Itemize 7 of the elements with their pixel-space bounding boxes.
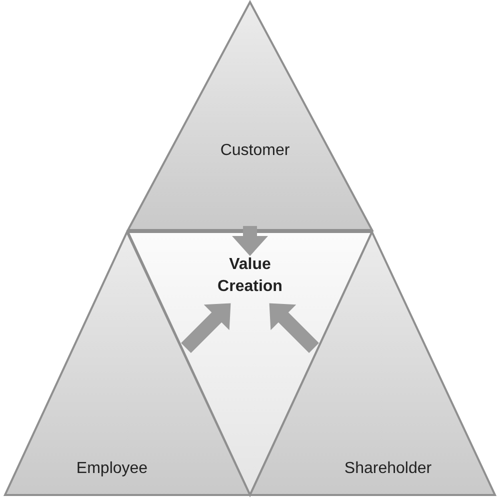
node-label: Customer: [219, 141, 291, 161]
node-label: Shareholder: [343, 459, 433, 479]
block-arrow: [232, 226, 268, 256]
node-label: Value Creation: [216, 255, 284, 297]
block-arrow: [181, 303, 231, 353]
node-label: Employee: [75, 459, 149, 479]
block-arrow: [269, 303, 319, 353]
